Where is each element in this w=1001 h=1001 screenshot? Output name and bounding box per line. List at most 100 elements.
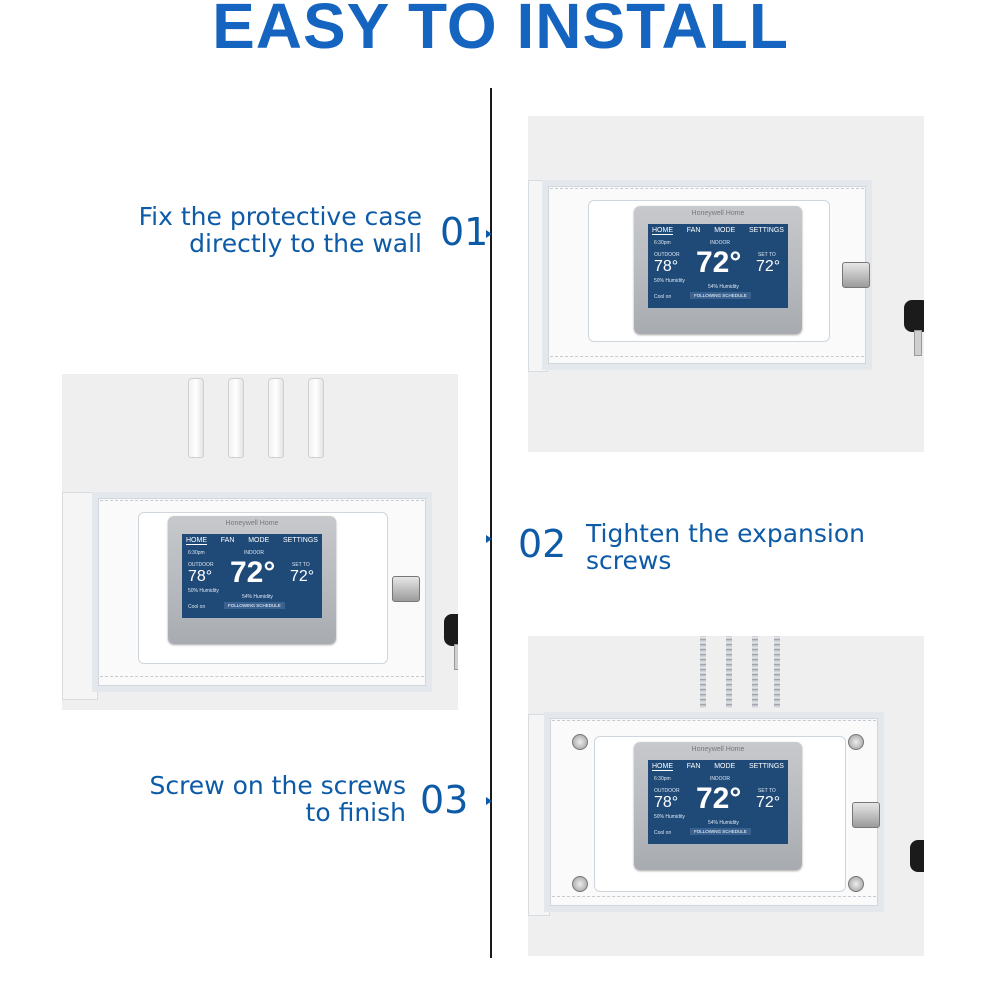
screen-tabs: HOME FAN MODE SETTINGS <box>652 763 784 771</box>
indoor-temp: 72° <box>696 782 742 815</box>
lock-icon <box>852 802 880 828</box>
schedule-badge: FOLLOWING SCHEDULE <box>690 828 751 835</box>
screen-tabs: HOME FAN MODE SETTINGS <box>186 537 318 545</box>
case-ridge <box>550 356 864 363</box>
step-2-photo: Honeywell Home HOME FAN MODE SETTINGS 6:… <box>62 374 458 710</box>
tab-fan: FAN <box>686 763 701 770</box>
case-ridge <box>550 188 864 195</box>
page-title: EASY TO INSTALL <box>212 0 789 62</box>
screen-tabs: HOME FAN MODE SETTINGS <box>652 227 784 235</box>
expansion-anchor-icon <box>188 378 204 458</box>
thermostat-brand: Honeywell Home <box>691 210 745 217</box>
bolt-icon <box>572 734 588 750</box>
tab-settings: SETTINGS <box>748 763 784 770</box>
schedule-badge: FOLLOWING SCHEDULE <box>690 292 751 299</box>
timeline-divider <box>490 88 492 958</box>
cool-status: Cool on <box>654 294 672 300</box>
tab-home: HOME <box>652 227 673 235</box>
bolt-icon <box>572 876 588 892</box>
step-1-arrow-icon <box>486 230 492 238</box>
key-blade <box>454 644 458 670</box>
key-icon <box>910 840 924 872</box>
screen-time: 6:30pm <box>654 240 671 246</box>
indoor-humidity: 54% Humidity <box>708 820 739 826</box>
step-2-arrow-icon <box>486 535 492 543</box>
screw-icon <box>752 636 758 708</box>
screen-time: 6:30pm <box>188 550 205 556</box>
outdoor-humidity: 50% Humidity <box>188 588 219 594</box>
tab-mode: MODE <box>248 537 270 544</box>
step-2-line-1: Tighten the expansion <box>586 519 865 548</box>
tab-home: HOME <box>186 537 207 545</box>
key-blade <box>914 330 922 356</box>
tab-mode: MODE <box>714 227 736 234</box>
step-3-photo: Honeywell Home HOME FAN MODE SETTINGS 6:… <box>528 636 924 956</box>
expansion-anchor-icon <box>268 378 284 458</box>
set-temp: 72° <box>290 568 315 585</box>
screen-time: 6:30pm <box>654 776 671 782</box>
set-temp: 72° <box>756 794 781 811</box>
bolt-icon <box>848 876 864 892</box>
step-2-line-2: screws <box>586 546 672 575</box>
schedule-badge: FOLLOWING SCHEDULE <box>224 602 285 609</box>
thermostat-brand: Honeywell Home <box>225 520 279 527</box>
expansion-anchor-icon <box>228 378 244 458</box>
outdoor-humidity: 50% Humidity <box>654 278 685 284</box>
tab-mode: MODE <box>714 763 736 770</box>
lock-icon <box>392 576 420 602</box>
set-to-label: SET TO <box>292 562 310 568</box>
indoor-humidity: 54% Humidity <box>708 284 739 290</box>
case-ridge <box>552 896 876 903</box>
screw-icon <box>700 636 706 708</box>
cool-status: Cool on <box>654 830 672 836</box>
tab-settings: SETTINGS <box>282 537 318 544</box>
thermostat: Honeywell Home HOME FAN MODE SETTINGS 6:… <box>634 206 802 334</box>
case-ridge <box>552 720 876 727</box>
thermostat-screen: HOME FAN MODE SETTINGS 6:30pm INDOOR OUT… <box>182 534 322 618</box>
thermostat: Honeywell Home HOME FAN MODE SETTINGS 6:… <box>634 742 802 870</box>
step-3-line-2: to finish <box>305 798 406 827</box>
key-icon <box>444 614 458 646</box>
step-1-photo: Honeywell Home HOME FAN MODE SETTINGS 6:… <box>528 116 924 452</box>
key-icon <box>904 300 924 332</box>
tab-fan: FAN <box>220 537 235 544</box>
tab-settings: SETTINGS <box>748 227 784 234</box>
step-1-line-1: Fix the protective case <box>138 202 422 231</box>
cool-status: Cool on <box>188 604 206 610</box>
expansion-anchor-icon <box>308 378 324 458</box>
outdoor-temp: 78° <box>188 568 213 585</box>
step-3-line-1: Screw on the screws <box>149 771 406 800</box>
indoor-label: INDOOR <box>710 240 730 246</box>
case-ridge <box>100 500 424 507</box>
step-1-line-2: directly to the wall <box>189 229 422 258</box>
indoor-temp: 72° <box>696 246 742 279</box>
bolt-icon <box>848 734 864 750</box>
outdoor-humidity: 50% Humidity <box>654 814 685 820</box>
step-3-arrow-icon <box>486 797 492 805</box>
step-1-text: Fix the protective case directly to the … <box>100 203 422 257</box>
thermostat-screen: HOME FAN MODE SETTINGS 6:30pm INDOOR OUT… <box>648 224 788 308</box>
step-1-number: 01 <box>440 210 489 254</box>
outdoor-label: OUTDOOR <box>654 788 680 794</box>
indoor-label: INDOOR <box>710 776 730 782</box>
case-ridge <box>100 676 424 683</box>
outdoor-temp: 78° <box>654 258 679 275</box>
thermostat: Honeywell Home HOME FAN MODE SETTINGS 6:… <box>168 516 336 644</box>
tab-home: HOME <box>652 763 673 771</box>
outdoor-temp: 78° <box>654 794 679 811</box>
step-2-number: 02 <box>518 522 567 566</box>
indoor-label: INDOOR <box>244 550 264 556</box>
set-temp: 72° <box>756 258 781 275</box>
screw-icon <box>774 636 780 708</box>
indoor-temp: 72° <box>230 556 276 589</box>
step-3-text: Screw on the screws to finish <box>80 772 406 826</box>
set-to-label: SET TO <box>758 788 776 794</box>
thermostat-screen: HOME FAN MODE SETTINGS 6:30pm INDOOR OUT… <box>648 760 788 844</box>
step-3-number: 03 <box>420 778 469 822</box>
indoor-humidity: 54% Humidity <box>242 594 273 600</box>
lock-icon <box>842 262 870 288</box>
set-to-label: SET TO <box>758 252 776 258</box>
thermostat-brand: Honeywell Home <box>691 746 745 753</box>
tab-fan: FAN <box>686 227 701 234</box>
outdoor-label: OUTDOOR <box>188 562 214 568</box>
